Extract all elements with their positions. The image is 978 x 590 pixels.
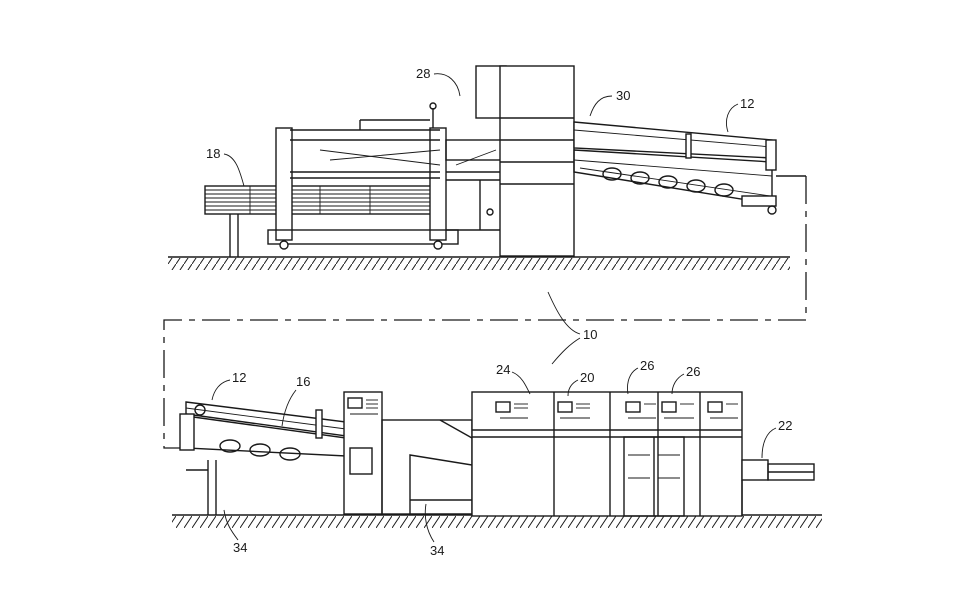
- label-24: 24: [496, 362, 510, 377]
- label-34-left: 34: [233, 540, 247, 555]
- delivery-unit: [741, 459, 815, 516]
- top-ground: [168, 256, 790, 270]
- bottom-assembly: [172, 391, 822, 528]
- label-28: 28: [416, 66, 430, 81]
- control-cabinet: [343, 391, 383, 515]
- label-22: 22: [778, 418, 792, 433]
- label-30: 30: [616, 88, 630, 103]
- transfer-unit: [475, 65, 575, 257]
- top-assembly: [168, 65, 806, 270]
- label-26-b: 26: [686, 364, 700, 379]
- label-18: 18: [206, 146, 220, 161]
- label-34-right: 34: [430, 543, 444, 558]
- label-12-bottom: 12: [232, 370, 246, 385]
- label-26-a: 26: [640, 358, 654, 373]
- bottom-conveyor: [179, 401, 347, 515]
- sheet-stack: [204, 185, 436, 257]
- label-20: 20: [580, 370, 594, 385]
- label-10: 10: [583, 327, 597, 342]
- feeder-section: [381, 419, 473, 515]
- label-16: 16: [296, 374, 310, 389]
- stacker-frame: [267, 102, 505, 250]
- connection-line: [163, 176, 807, 449]
- bottom-ground: [172, 514, 822, 528]
- top-conveyor: [573, 121, 806, 215]
- printer-body: [471, 391, 743, 517]
- label-12-top: 12: [740, 96, 754, 111]
- reference-labels: 28 30 12 18 10 24 20 26 26 12 16 22 34 3…: [206, 66, 792, 558]
